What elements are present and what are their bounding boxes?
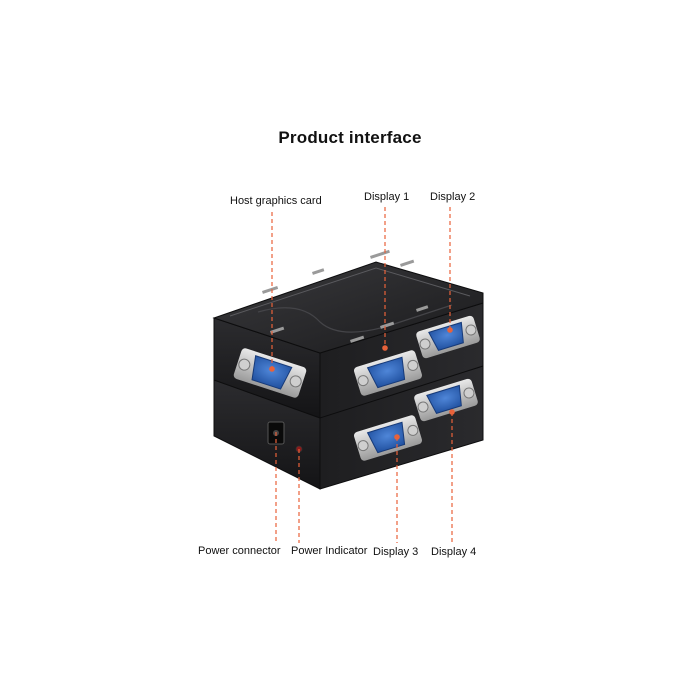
label-display-3: Display 3 — [373, 546, 419, 558]
vga-port-host — [233, 348, 307, 398]
leader-dot-display-2 — [447, 327, 453, 333]
vga-port-display-4 — [414, 378, 478, 422]
label-display-2: Display 2 — [430, 191, 476, 203]
leader-dot-display-3 — [394, 434, 400, 440]
label-display-4: Display 4 — [431, 546, 477, 558]
label-host-graphics-card: Host graphics card — [230, 195, 322, 207]
label-power-indicator: Power Indicator — [291, 545, 368, 557]
vga-port-display-3 — [354, 415, 422, 461]
label-power-connector: Power connector — [198, 545, 281, 557]
vga-port-display-2 — [416, 315, 480, 359]
leader-dot-host — [269, 366, 275, 372]
leader-dot-display-4 — [449, 409, 455, 415]
page-title: Product interface — [278, 128, 422, 147]
vga-port-display-1 — [354, 350, 422, 396]
label-display-1: Display 1 — [364, 191, 410, 203]
leader-dot-display-1 — [382, 345, 388, 351]
